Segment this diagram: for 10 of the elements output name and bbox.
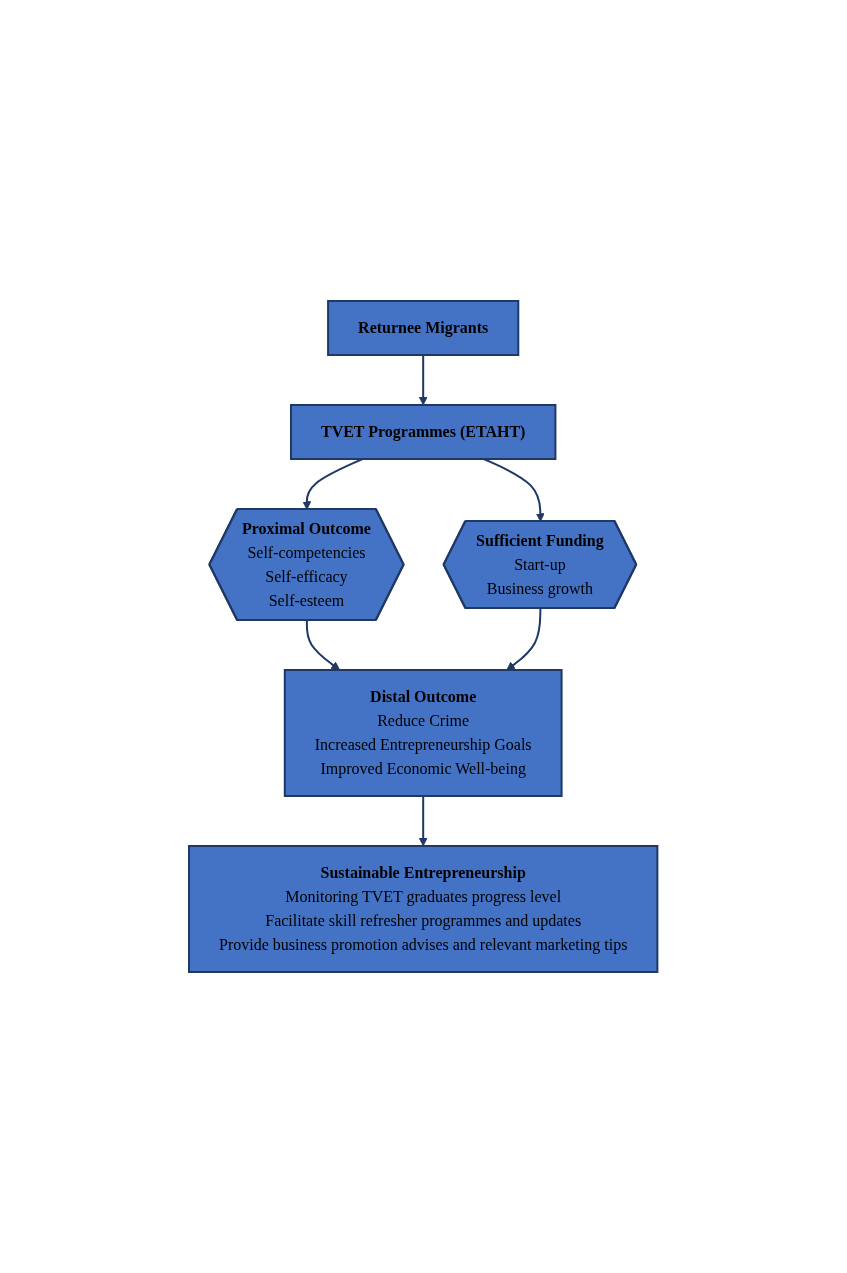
node-box: Returnee Migrants: [327, 300, 520, 356]
arrow: [419, 354, 428, 406]
node-box: Distal Outcome Reduce Crime Increased Entrepreneurship Goals Improved Economic Well-being: [284, 669, 563, 797]
arrow: [483, 458, 545, 522]
arrow: [302, 458, 364, 510]
node-box: Sustainable Entrepreneurship Monitoring TVET graduates progress level Facilitate skill refresher programmes and updates Provide business promotion advises and relevant marketing tips: [188, 845, 659, 973]
arrow: [506, 607, 542, 671]
node-box: TVET Programmes (ETAHT): [290, 404, 557, 460]
arrow: [306, 619, 341, 671]
arrow: [419, 795, 428, 847]
